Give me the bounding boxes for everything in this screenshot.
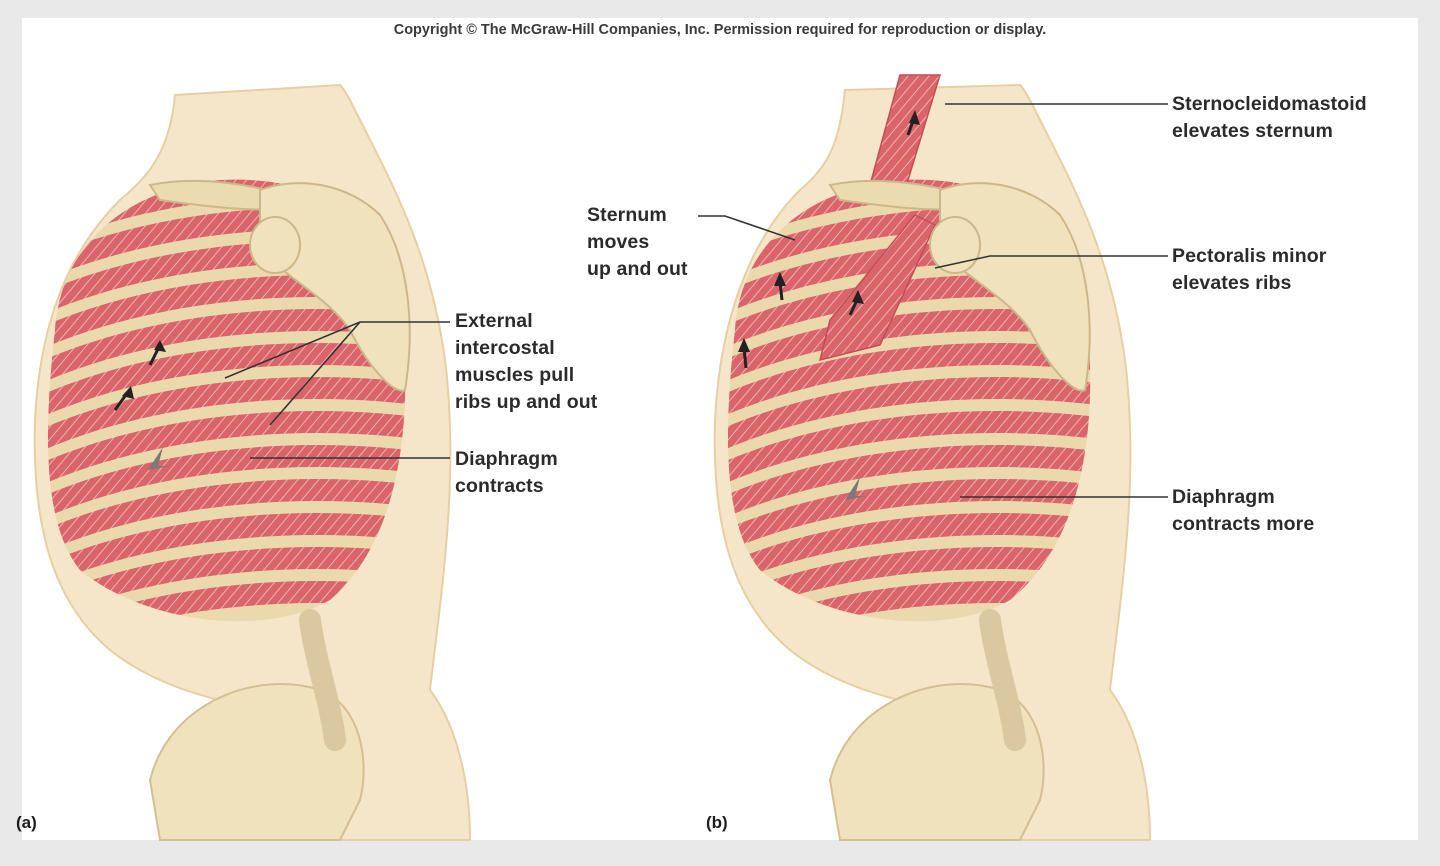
callout-diaphragm-contracts: Diaphragm contracts	[455, 446, 558, 500]
shoulder-joint-a	[250, 217, 300, 273]
callout-sternocleidomastoid: Sternocleidomastoid elevates sternum	[1172, 91, 1367, 145]
arrow-b-4	[744, 348, 746, 368]
callout-external-intercostal: External intercostal muscles pull ribs u…	[455, 308, 597, 416]
callout-pectoralis-minor: Pectoralis minor elevates ribs	[1172, 243, 1326, 297]
shoulder-joint-b	[930, 217, 980, 273]
panel-label-b: (b)	[706, 813, 728, 833]
panel-b-figure	[700, 75, 1150, 840]
callout-diaphragm-contracts-more: Diaphragm contracts more	[1172, 484, 1314, 538]
panel-a-figure	[20, 85, 470, 840]
panel-label-a: (a)	[16, 813, 37, 833]
callout-sternum: Sternum moves up and out	[587, 202, 688, 283]
arrow-b-3	[780, 282, 782, 300]
